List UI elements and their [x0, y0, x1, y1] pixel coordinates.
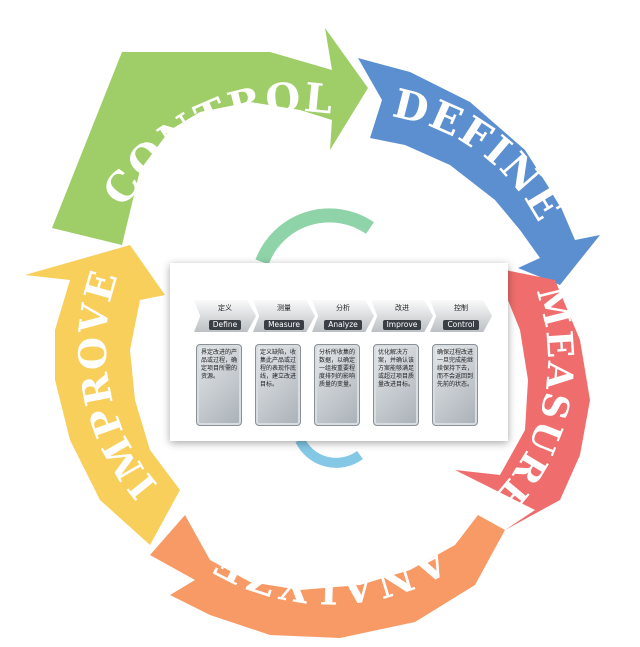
improve-label: IMPROVE	[69, 264, 165, 507]
phase-chevron-measure: 测量 Measure	[253, 300, 315, 332]
phase-en: Measure	[264, 320, 304, 330]
phase-cn: 分析	[336, 304, 350, 312]
phase-en: Improve	[382, 320, 422, 330]
phase-desc-control: 确保过程改进一旦完成能继续保持下去，而不会返回到先前的状态。	[432, 344, 478, 426]
phase-en: Define	[208, 320, 242, 330]
phase-desc-analyze: 分析所收集的数据，以确定一组按重要程度排列的影响质量的变量。	[314, 344, 360, 426]
phase-desc-measure: 定义缺陷，收集此产品或过程的表现作底线，建立改进目标。	[255, 344, 301, 426]
phase-chevron-control: 控制 Control	[430, 300, 492, 332]
control-arrow	[52, 28, 368, 245]
phase-cn: 控制	[454, 304, 468, 312]
dmaic-process-panel: 定义 Define 测量 Measure 分析 Analyze 改进 Impro…	[170, 263, 508, 441]
phase-desc-improve: 优化解决方案，并确认该方案能够满足或超过项目质量改进目标。	[373, 344, 419, 426]
phase-chevron-row: 定义 Define 测量 Measure 分析 Analyze 改进 Impro…	[194, 300, 494, 332]
define-arrow	[358, 58, 600, 285]
phase-chevron-improve: 改进 Improve	[371, 300, 433, 332]
phase-cn: 改进	[395, 304, 409, 312]
phase-en: Analyze	[324, 320, 362, 330]
phase-cn: 定义	[218, 304, 232, 312]
analyze-arrow	[150, 515, 505, 638]
center-green-arc	[255, 208, 374, 265]
phase-desc-define: 界定改进的产品或过程，确定项目所需的资源。	[196, 344, 242, 426]
measure-arrow	[455, 268, 590, 530]
phase-chevron-define: 定义 Define	[194, 300, 256, 332]
phase-cn: 测量	[277, 304, 291, 312]
define-label: DEFINE	[389, 80, 572, 230]
phase-en: Control	[443, 320, 479, 330]
phase-chevron-analyze: 分析 Analyze	[312, 300, 374, 332]
improve-arrow	[25, 245, 180, 545]
center-blue-arc	[295, 437, 363, 468]
